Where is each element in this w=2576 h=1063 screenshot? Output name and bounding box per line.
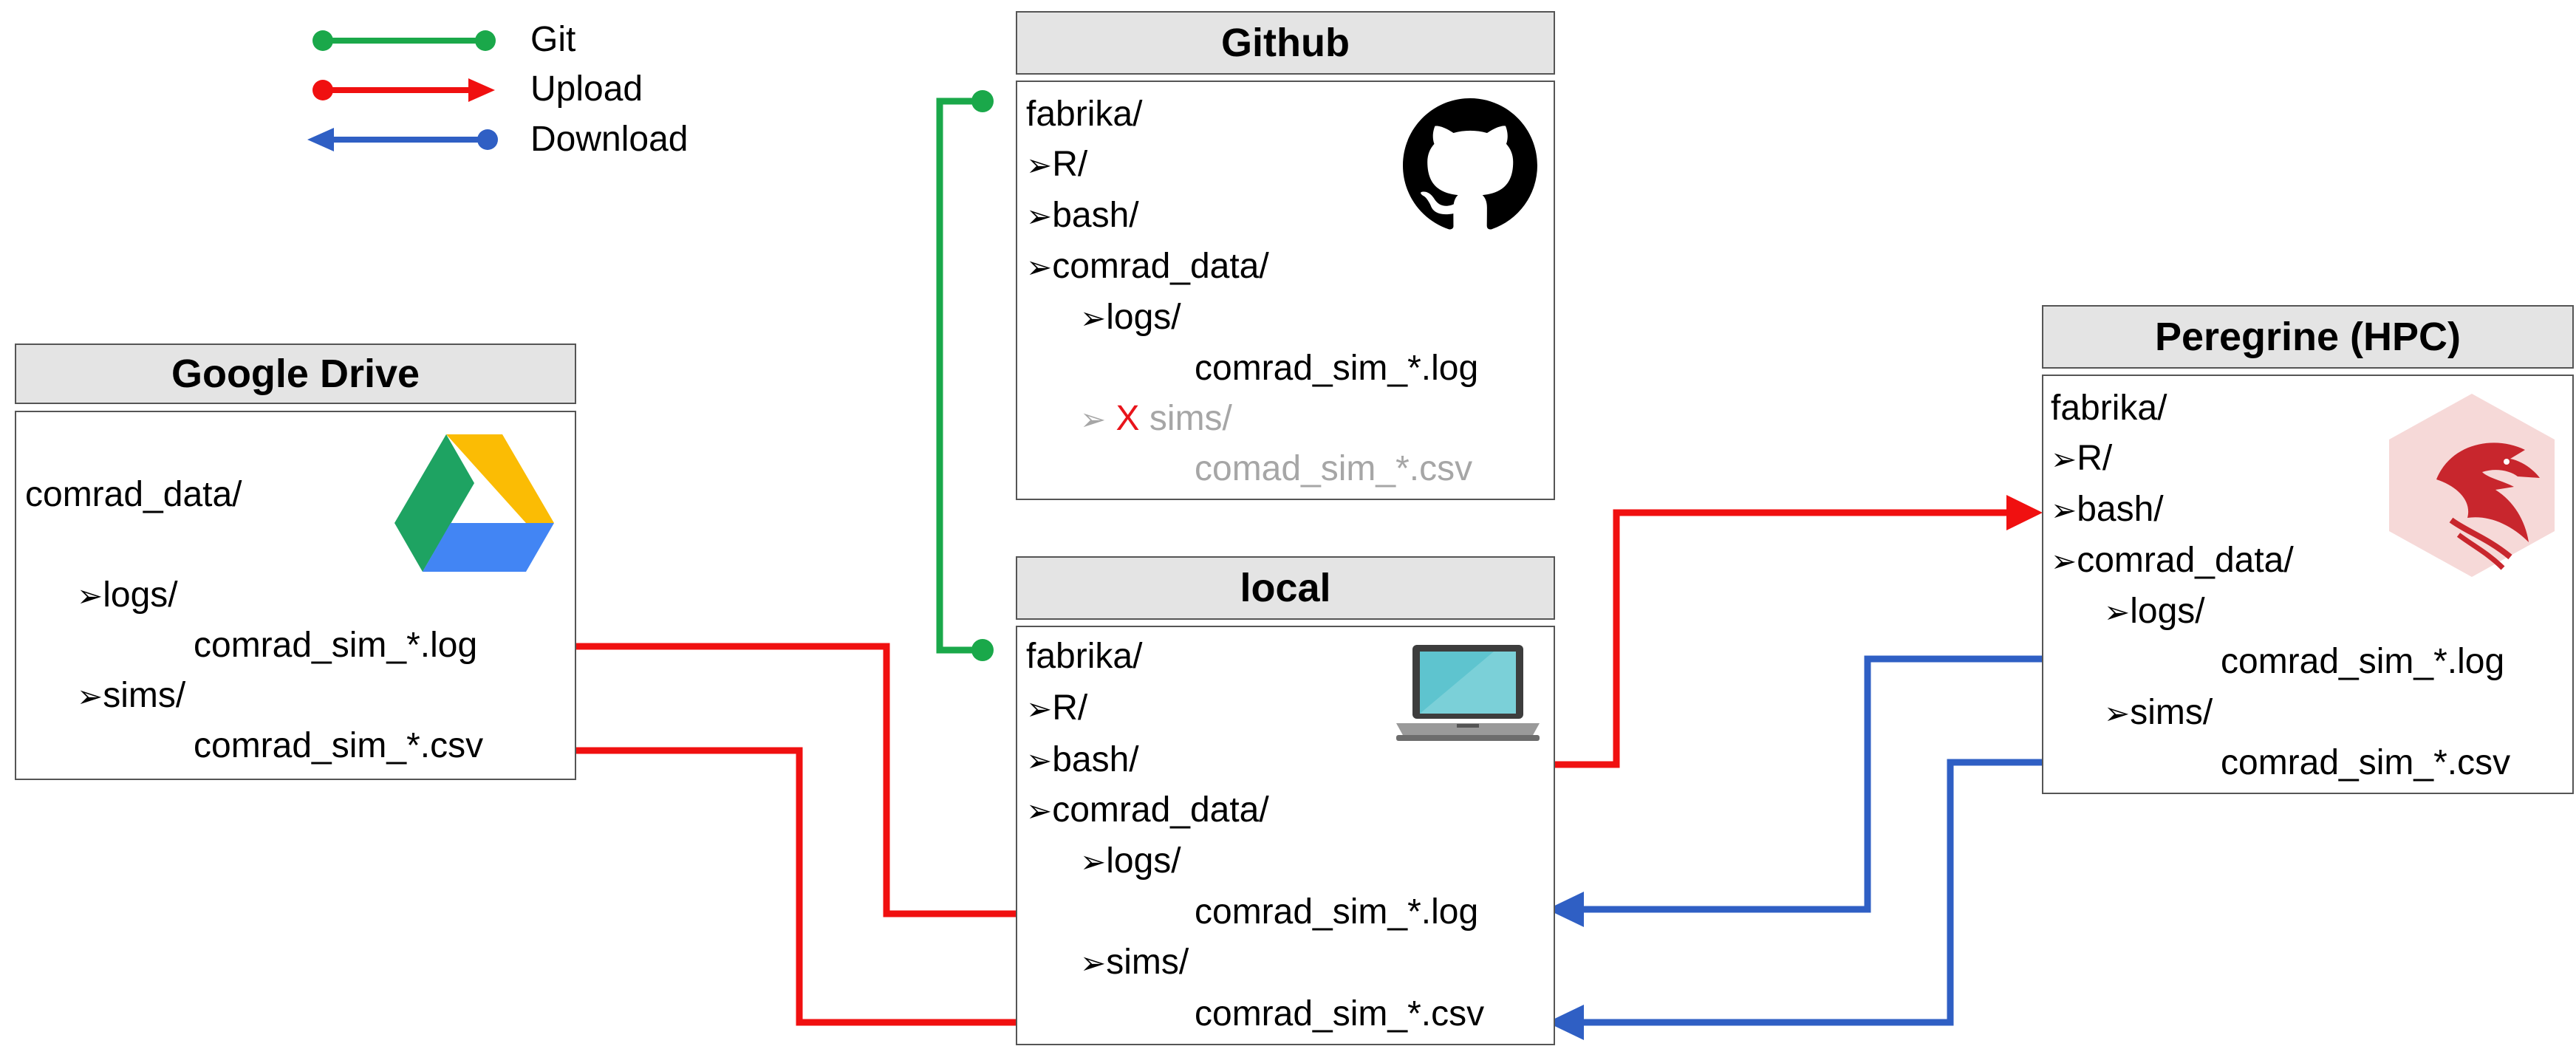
folder-arrow-icon: ➢ — [2051, 493, 2077, 527]
local-log-file: comrad_sim_*.log — [1195, 892, 1479, 932]
legend-upload-label: Upload — [530, 69, 643, 109]
local-panel: fabrika/ ➢R/ ➢bash/ ➢comrad_data/ ➢logs/… — [1016, 626, 1555, 1045]
github-data-dir: ➢comrad_data/ — [1026, 247, 1269, 286]
github-sims-dir-excluded: ➢ X sims/ — [1080, 399, 1232, 438]
folder-arrow-icon: ➢ — [1026, 148, 1053, 182]
folder-arrow-icon: ➢ — [1026, 691, 1053, 726]
legend-download-label: Download — [530, 120, 689, 159]
local-sims-dir: ➢sims/ — [1080, 943, 1189, 982]
peregrine-log-file: comrad_sim_*.log — [2221, 642, 2505, 681]
folder-arrow-icon: ➢ — [1026, 199, 1053, 233]
peregrine-sims-dir: ➢sims/ — [2104, 693, 2213, 732]
local-bash-dir: ➢bash/ — [1026, 740, 1139, 779]
drive-logs-dir: ➢logs/ — [77, 575, 178, 615]
folder-arrow-icon: ➢ — [2051, 442, 2077, 476]
github-title: Github — [1016, 11, 1555, 75]
peregrine-csv-file: comrad_sim_*.csv — [2221, 743, 2511, 782]
excluded-x-mark: X — [1116, 399, 1140, 438]
folder-arrow-icon: ➢ — [1080, 402, 1107, 437]
peregrine-bash-dir: ➢bash/ — [2051, 490, 2164, 529]
local-title: local — [1016, 556, 1555, 620]
legend-download-line — [307, 128, 498, 151]
drive-csv-file: comrad_sim_*.csv — [194, 726, 484, 765]
google-drive-panel: comrad_data/ ➢logs/ comrad_sim_*.log ➢si… — [15, 411, 576, 780]
folder-arrow-icon: ➢ — [1080, 946, 1107, 980]
download-csv-to-local — [1547, 751, 2205, 1040]
legend-git-line — [312, 30, 496, 51]
github-logs-dir: ➢logs/ — [1080, 298, 1181, 337]
folder-arrow-icon: ➢ — [2104, 595, 2131, 629]
peregrine-root: fabrika/ — [2051, 389, 2167, 428]
laptop-icon — [1396, 645, 1540, 741]
git-connector — [936, 90, 994, 661]
legend-git-label: Git — [530, 20, 576, 59]
folder-arrow-icon: ➢ — [1026, 793, 1053, 828]
legend-upload-line — [312, 78, 495, 102]
folder-arrow-icon: ➢ — [77, 578, 103, 613]
github-octocat-icon — [1403, 98, 1537, 230]
drive-sims-dir: ➢sims/ — [77, 676, 186, 715]
local-csv-file: comrad_sim_*.csv — [1195, 994, 1485, 1033]
folder-arrow-icon: ➢ — [1026, 250, 1053, 284]
local-r-dir: ➢R/ — [1026, 688, 1088, 728]
drive-log-file: comrad_sim_*.log — [194, 626, 478, 665]
folder-arrow-icon: ➢ — [2104, 696, 2131, 731]
github-log-file: comrad_sim_*.log — [1195, 349, 1479, 388]
folder-arrow-icon: ➢ — [1080, 844, 1107, 879]
peregrine-logs-dir: ➢logs/ — [2104, 592, 2205, 631]
peregrine-title: Peregrine (HPC) — [2042, 305, 2574, 369]
folder-arrow-icon: ➢ — [2051, 544, 2077, 578]
github-r-dir: ➢R/ — [1026, 145, 1088, 184]
folder-arrow-icon: ➢ — [77, 679, 103, 714]
folder-arrow-icon: ➢ — [1080, 301, 1107, 335]
peregrine-r-dir: ➢R/ — [2051, 439, 2113, 478]
local-data-dir: ➢comrad_data/ — [1026, 790, 1269, 830]
drive-root: comrad_data/ — [25, 475, 242, 514]
github-bash-dir: ➢bash/ — [1026, 196, 1139, 235]
github-root: fabrika/ — [1026, 95, 1143, 134]
folder-arrow-icon: ➢ — [1026, 743, 1053, 778]
github-csv-file-excluded: comad_sim_*.csv — [1195, 449, 1473, 488]
peregrine-data-dir: ➢comrad_data/ — [2051, 541, 2294, 580]
local-root: fabrika/ — [1026, 637, 1143, 676]
local-logs-dir: ➢logs/ — [1080, 841, 1181, 881]
github-panel: fabrika/ ➢R/ ➢bash/ ➢comrad_data/ ➢logs/… — [1016, 81, 1555, 500]
peregrine-falcon-icon — [2389, 394, 2555, 577]
google-drive-title: Google Drive — [15, 343, 576, 404]
google-drive-icon — [394, 434, 554, 572]
peregrine-panel: fabrika/ ➢R/ ➢bash/ ➢comrad_data/ ➢logs/… — [2042, 375, 2574, 794]
